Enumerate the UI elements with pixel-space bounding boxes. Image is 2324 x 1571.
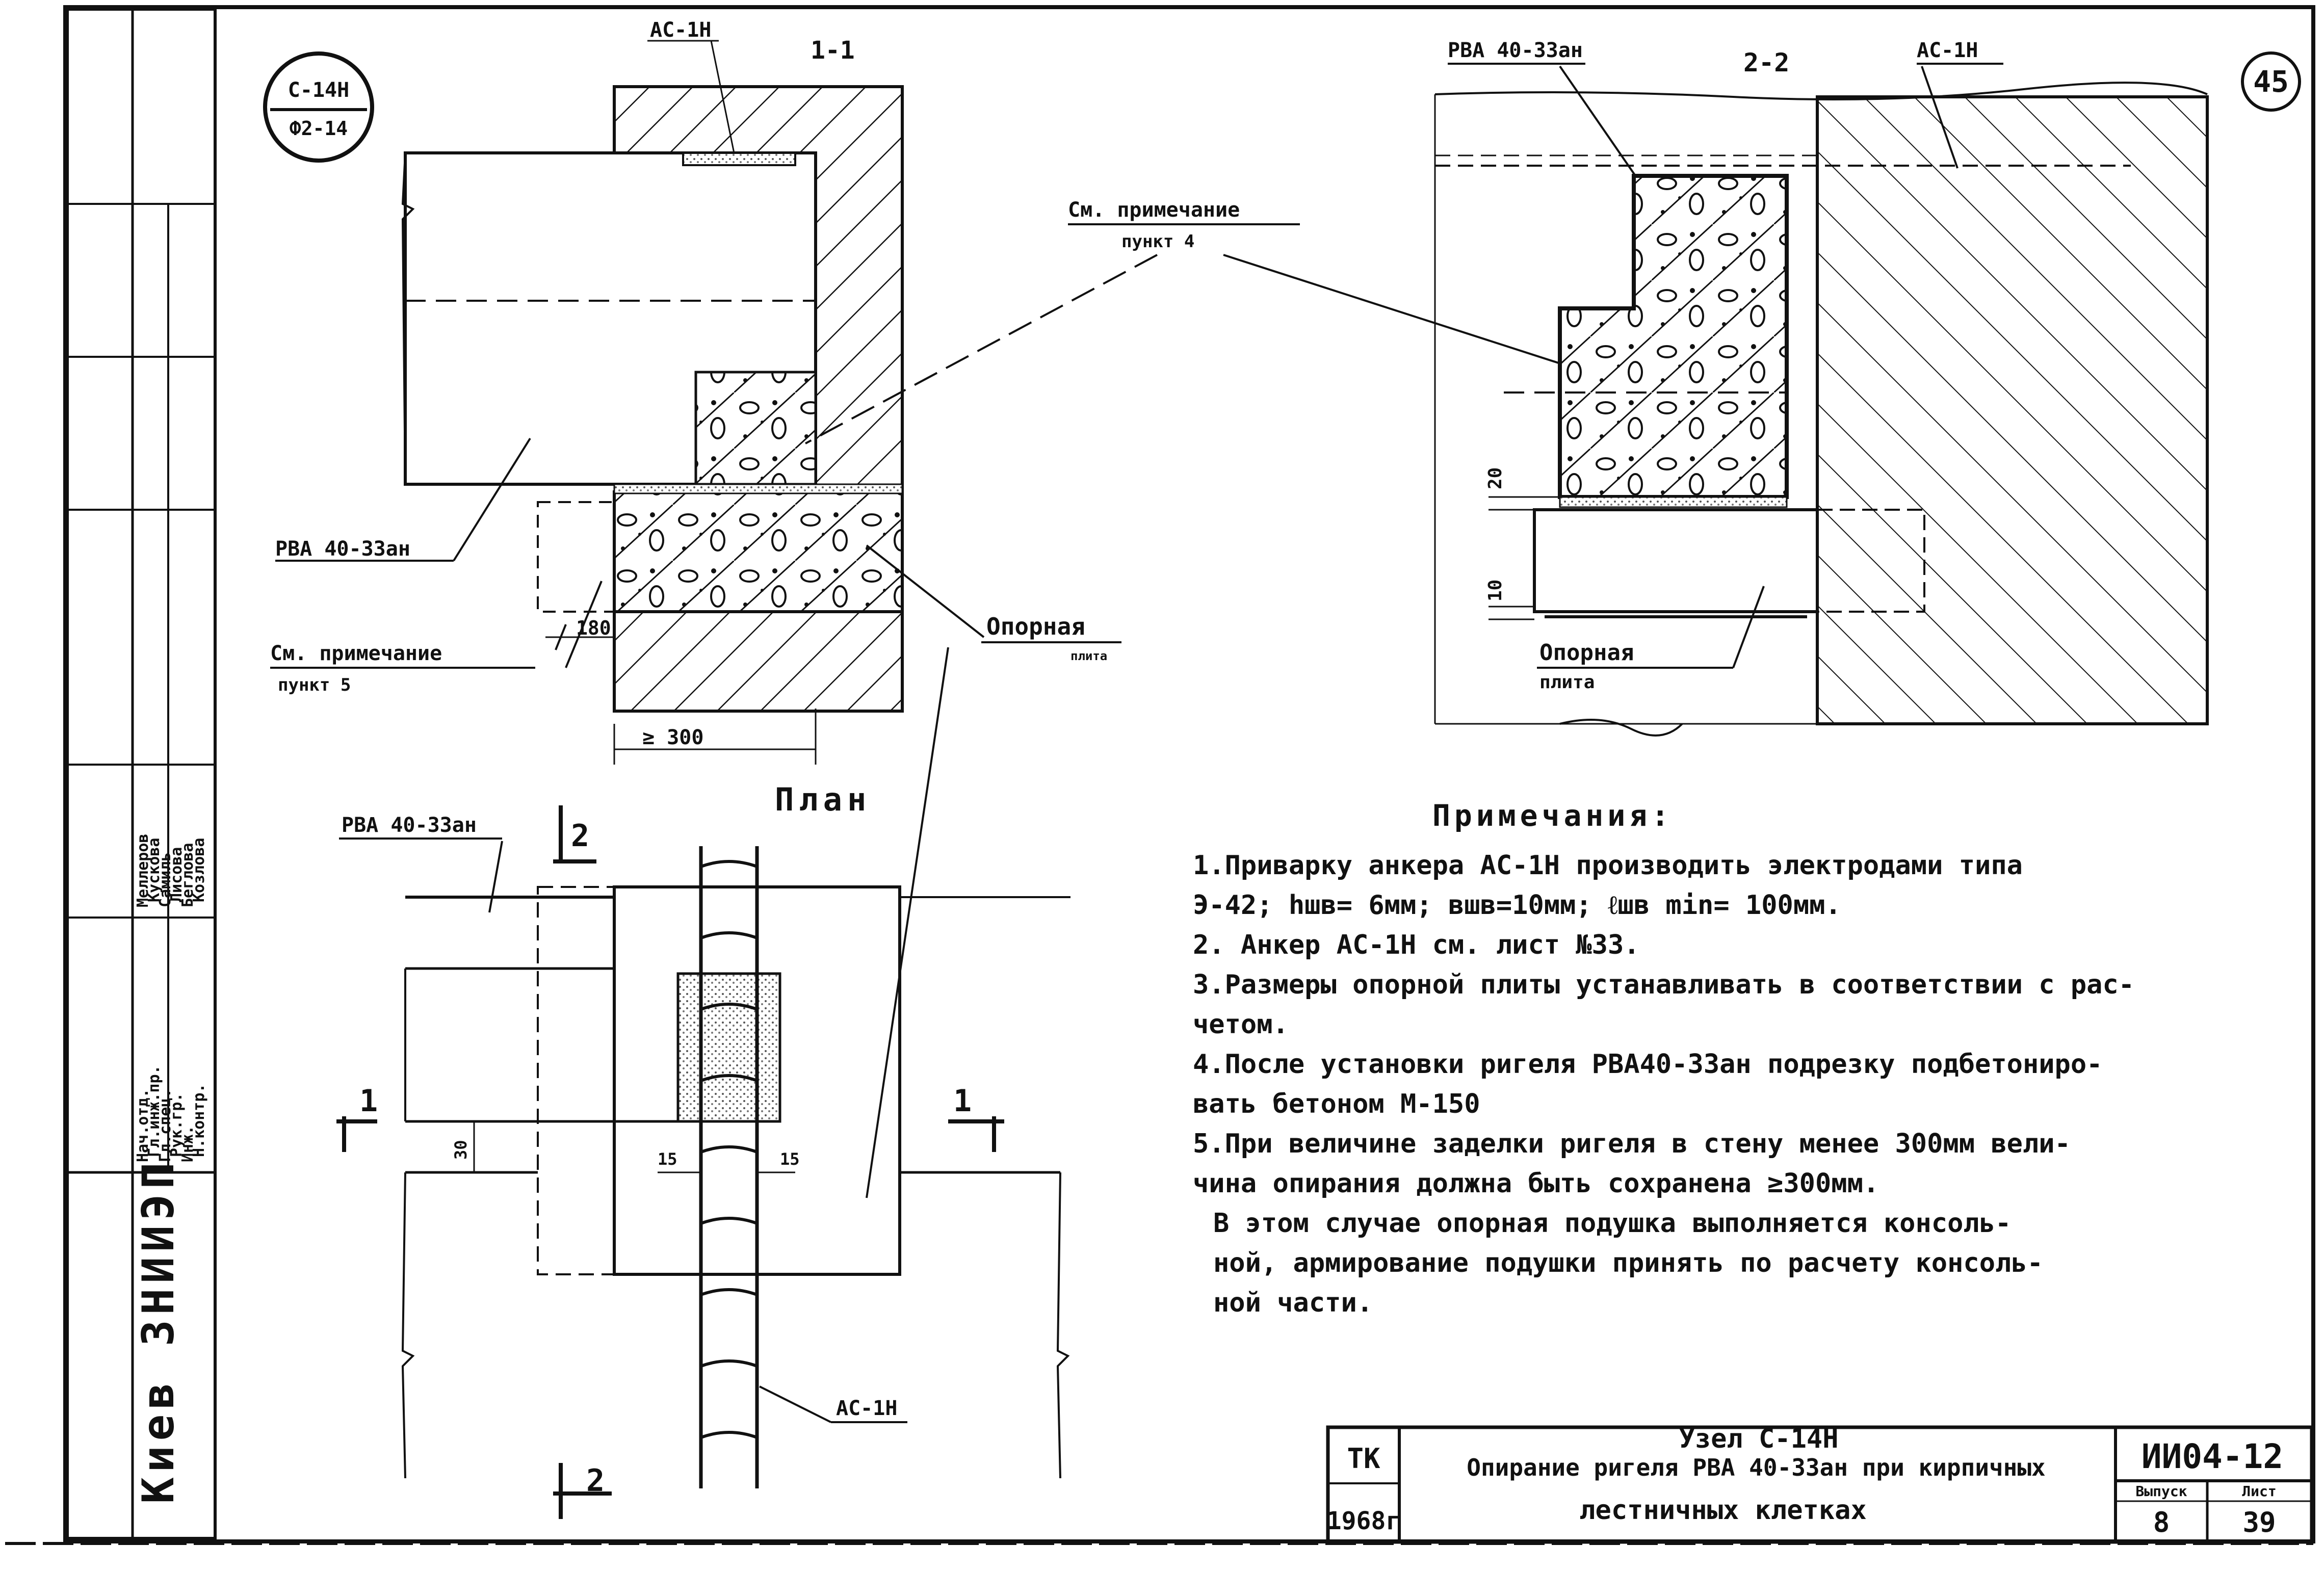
anchor-rung	[700, 1217, 758, 1225]
section-2-2-anchor-label: АС-1Н	[1917, 39, 1978, 62]
section-2-2-title: 2-2	[1743, 48, 1789, 77]
dim-20: 20	[1485, 467, 1506, 489]
note-line: ной, армирование подушки принять по расч…	[1213, 1248, 2043, 1278]
cut-2-bottom: 2	[586, 1463, 605, 1499]
plan-title: План	[775, 781, 871, 818]
side-stamp-cell: Рук.гр.	[168, 1093, 186, 1157]
note-line: вать бетоном М-150	[1193, 1089, 1480, 1119]
cut-1-left: 1	[359, 1083, 378, 1119]
side-stamp-cell: Меллеров	[134, 834, 152, 908]
side-stamp-cell: Гл.спец.	[156, 1089, 174, 1163]
note-line: чина опирания должна быть сохранена ≥300…	[1193, 1168, 1879, 1199]
section-2-2: 2-2 РВА 40-33ан АС-1Н 20 10	[1434, 39, 2209, 737]
dim-15-left: 15	[658, 1149, 677, 1169]
dim-15-right: 15	[780, 1149, 800, 1169]
anchor-rung	[700, 1145, 758, 1154]
section-1-1-title: 1-1	[811, 36, 855, 65]
section-1-1-plate-label-2: плита	[1070, 649, 1107, 663]
anchor-rung	[700, 1074, 758, 1082]
side-stamp-cell: Гл.инж.пр.	[145, 1065, 163, 1157]
sheet-frame	[5, 5, 2315, 1545]
side-stamp-cell: Инж.	[179, 1125, 197, 1162]
section-1-1-anchor-label: АС-1Н	[650, 18, 711, 42]
note-line: В этом случае опорная подушка выполняетс…	[1213, 1208, 2011, 1239]
node-stamp: С-14Н Ф2-14	[263, 51, 374, 163]
org-name: Киев ЗНИИЭП	[133, 1157, 184, 1504]
notes-lines: 1.Приварку анкера АС-1Н производить элек…	[1193, 850, 2134, 1318]
cut-1-right: 1	[953, 1083, 972, 1119]
note-line: 3.Размеры опорной плиты устанавливать в …	[1193, 970, 2134, 1000]
section-2-2-beam-label: РВА 40-33ан	[1448, 39, 1583, 62]
notes-heading: Примечания:	[1432, 798, 1673, 833]
anchor-rung	[700, 1288, 758, 1296]
title-sheet-value: 39	[2242, 1506, 2276, 1538]
note-5-ref-line2: пункт 5	[278, 675, 351, 695]
note-line: 4.После установки ригеля РВА40-33ан подр…	[1193, 1049, 2102, 1080]
title-issue-label: Выпуск	[2135, 1483, 2187, 1500]
note-5-ref-line1: См. примечание	[270, 642, 442, 665]
side-stamp-cell: Нач.отд.	[134, 1089, 152, 1163]
dim-300: ≥ 300	[642, 726, 703, 749]
title-code: ИИ04-12	[2142, 1437, 2283, 1476]
plan-beam-label: РВА 40-33ан	[342, 814, 477, 837]
title-sheet-label: Лист	[2242, 1483, 2276, 1500]
notes-block: Примечания: 1.Приварку анкера АС-1Н прои…	[1193, 798, 2134, 1318]
side-stamp-cell: Козлова	[190, 838, 208, 902]
section-1-1-plate-label-1: Опорная	[986, 613, 1085, 640]
sheet-number: 45	[2253, 64, 2289, 99]
title-line-2: Опирание ригеля РВА 40-33ан при кирпичны…	[1467, 1454, 2045, 1481]
note-line: ной части.	[1213, 1288, 1373, 1318]
plan-anchor-label: АС-1Н	[836, 1397, 897, 1420]
note-line: 5.При величине заделки ригеля в стену ме…	[1193, 1129, 2071, 1159]
note-line: 1.Приварку анкера АС-1Н производить элек…	[1193, 850, 2023, 881]
side-stamp-cell: Лисова	[168, 847, 186, 902]
title-tk: ТК	[1347, 1443, 1380, 1475]
anchor-rung	[700, 1359, 758, 1368]
title-issue-value: 8	[2153, 1506, 2170, 1538]
plan-view: План РВА 40-33ан АС-1Н 1 1	[336, 781, 1070, 1519]
note-line: Э-42; hшв= 6мм; вшв=10мм; ℓшв min= 100мм…	[1193, 890, 1841, 921]
side-stamp-cell: Кускова	[145, 838, 163, 902]
dim-180: 180	[576, 617, 611, 639]
section-2-2-plate-label-1: Опорная	[1539, 640, 1634, 666]
node-stamp-bottom: Ф2-14	[290, 117, 348, 140]
side-stamp-cell: Н.контр.	[190, 1084, 208, 1158]
dim-30: 30	[451, 1140, 471, 1160]
sheet-number-mark: 45	[2241, 51, 2301, 112]
anchor-rung	[700, 860, 758, 868]
dim-10: 10	[1485, 580, 1506, 601]
cut-2-top: 2	[571, 818, 589, 854]
anchor-rung	[700, 1003, 758, 1011]
section-2-2-plate-label-2: плита	[1539, 672, 1595, 693]
note-4-ref-line1: См. примечание	[1068, 198, 1240, 222]
anchor-rung	[700, 931, 758, 939]
note-line: 2. Анкер АС-1Н см. лист №33.	[1193, 930, 1640, 960]
title-block: ТК 1968г Узел С-14Н Опирание ригеля РВА …	[1326, 1424, 2314, 1544]
anchor-rung	[700, 1431, 758, 1439]
node-stamp-top: С-14Н	[288, 78, 349, 102]
title-year: 1968г	[1327, 1507, 1401, 1535]
side-stamp-cell: Беглова	[179, 843, 197, 907]
side-stamp-cell: Самиль	[156, 852, 174, 907]
note-line: четом.	[1193, 1009, 1289, 1040]
section-1-1-beam-label: РВА 40-33ан	[275, 537, 410, 561]
anchor-rungs	[700, 860, 758, 1439]
note-4-ref-line2: пункт 4	[1121, 231, 1194, 252]
title-line-1: Узел С-14Н	[1679, 1424, 1838, 1454]
title-line-3: лестничных клетках	[1579, 1495, 1867, 1526]
section-1-1: 1-1 АС-1Н РВА 40-33ан См. примечание пун…	[270, 18, 1698, 1198]
